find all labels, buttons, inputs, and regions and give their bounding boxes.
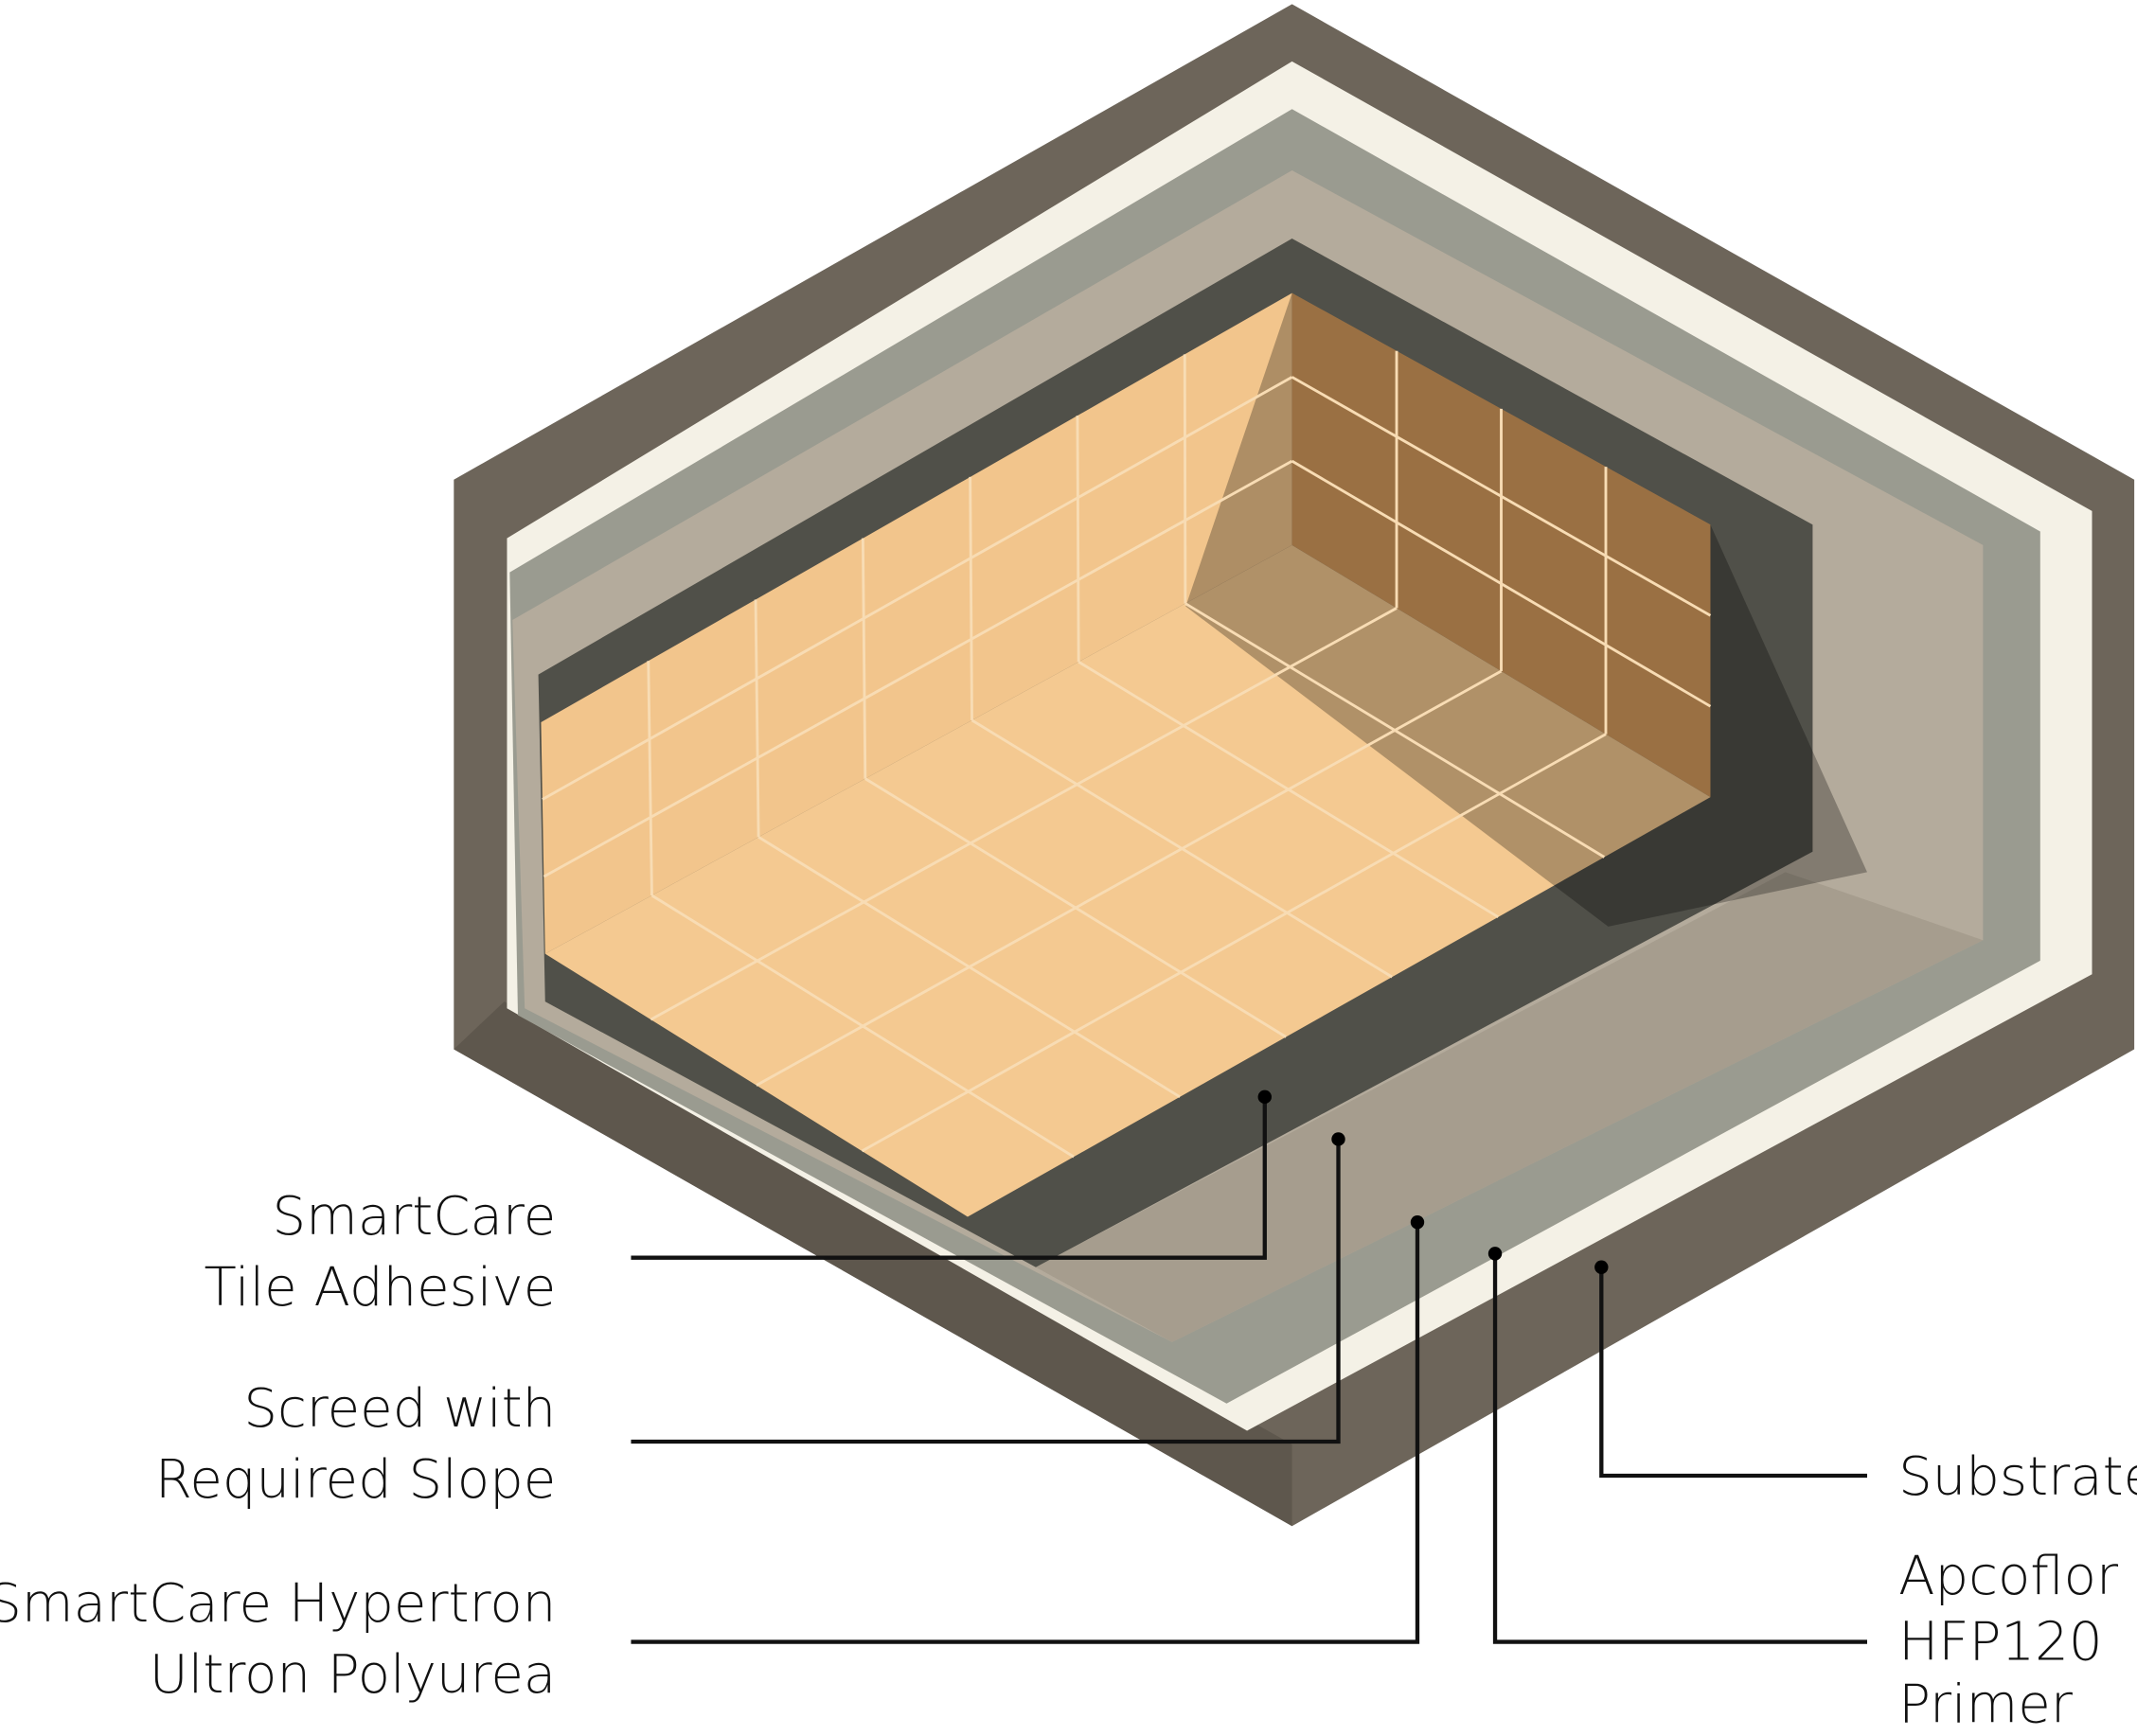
dot [1487,1247,1503,1261]
grout-line [861,538,867,779]
tile-grout [542,350,1712,1159]
label-screed-1: Screed with [243,1378,556,1440]
grout-line [1076,416,1080,663]
grout-line [650,607,1398,1021]
tile-floor [544,544,1711,1217]
label-primer-3: Primer [1898,1674,2074,1736]
leader-lines [631,1089,1867,1644]
label-substrate: Substrate [1898,1446,2137,1508]
grout-line [754,599,760,838]
label-tile-adhesive-1: SmartCare [273,1186,557,1248]
grout-line [1291,376,1712,617]
grout-line [1291,459,1712,708]
label-polyurea-2: Ultron Polyurea [150,1644,557,1706]
dot [1257,1089,1272,1105]
label-primer-1: Apcoflor [1898,1546,2119,1607]
grout-line [861,733,1607,1153]
grout-line [647,661,653,896]
leader-primer [1492,1253,1867,1644]
screed-step [1035,872,1984,1342]
label-primer-2: HFP120 [1898,1611,2102,1673]
leader-substrate [1599,1267,1867,1479]
tile-left-wall [541,292,1292,954]
label-tile-adhesive-2: Tile Adhesive [204,1257,556,1319]
grout-line [969,476,973,720]
grout-line [542,376,1293,801]
grout-line [756,669,1503,1087]
leader-tile-adhesive [631,1096,1267,1260]
substrate-front-face [454,1001,1292,1527]
grout-line [543,459,1293,878]
leader-screed [631,1139,1341,1444]
label-screed-2: Required Slope [155,1449,556,1511]
shadow [1185,292,1867,927]
leader-polyurea [631,1222,1420,1644]
dot [1410,1215,1425,1230]
dot [1594,1260,1609,1274]
grout-line [1183,354,1187,604]
dot [1331,1132,1345,1146]
label-polyurea-1: SmartCare Hypertron [0,1573,556,1635]
